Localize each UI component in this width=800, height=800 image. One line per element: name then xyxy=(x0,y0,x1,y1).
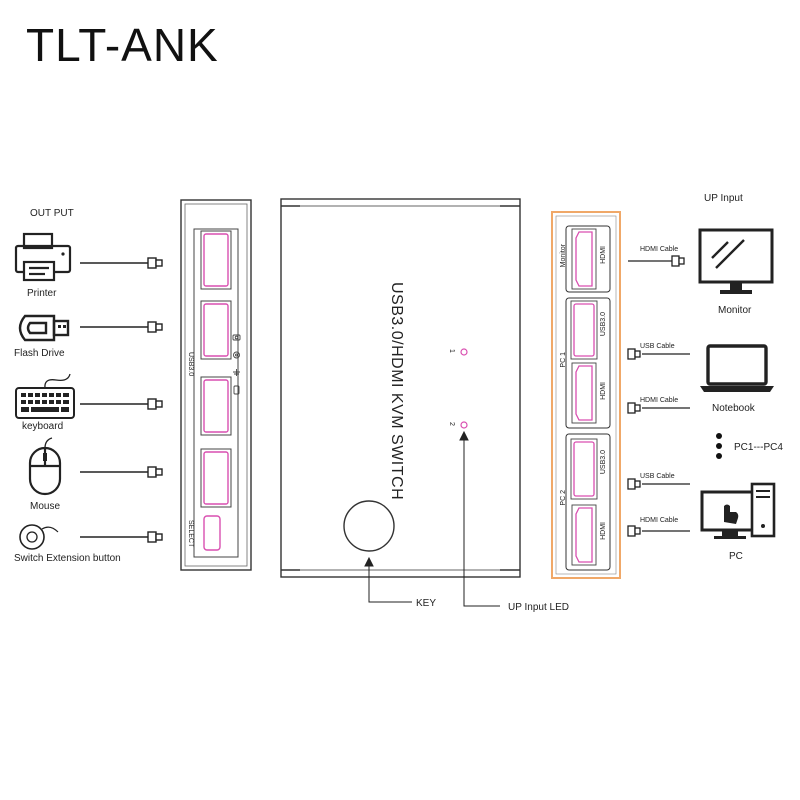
usb-icon xyxy=(233,369,240,376)
monitor-port-group xyxy=(565,225,611,293)
monitor-icon xyxy=(698,228,774,294)
output-heading: OUT PUT xyxy=(30,208,74,219)
phone-icon xyxy=(233,385,240,395)
back-pc1-usb-label: USB3.0 xyxy=(600,312,607,336)
kvm-switch-body xyxy=(280,198,521,578)
cable-label-pc1-hdmi: HDMI Cable xyxy=(640,397,678,404)
pc2-usb-port xyxy=(573,441,595,497)
back-monitor-hdmi-label: HDMI xyxy=(600,246,607,264)
back-monitor-label: Monitor xyxy=(560,243,567,267)
pc-range-label: PC1---PC4 xyxy=(734,442,783,453)
speaker-icon xyxy=(233,351,240,359)
key-button[interactable] xyxy=(343,500,395,552)
cable-label-pc1-usb: USB Cable xyxy=(640,343,675,350)
extension-button-label: Switch Extension button xyxy=(14,553,121,564)
pc2-hdmi-port xyxy=(575,507,593,563)
back-pc2-label: PC 2 xyxy=(560,490,567,506)
select-button[interactable] xyxy=(203,515,221,551)
led-1 xyxy=(460,348,468,356)
cable-label-pc2-hdmi: HDMI Cable xyxy=(640,517,678,524)
extension-button-icon xyxy=(19,524,59,550)
cable-label-pc2-usb: USB Cable xyxy=(640,473,675,480)
printer-icon xyxy=(14,232,72,282)
led-2-number: 2 xyxy=(448,422,455,426)
monitor-label: Monitor xyxy=(718,305,752,316)
pc1-port-group xyxy=(565,297,611,429)
led-callout-label: UP Input LED xyxy=(508,602,569,613)
notebook-label: Notebook xyxy=(712,403,756,414)
front-usb-ports xyxy=(203,233,229,505)
back-pc2-hdmi-label: HDMI xyxy=(600,522,607,540)
mouse-label: Mouse xyxy=(30,501,60,512)
input-heading: UP Input xyxy=(704,193,743,204)
front-panel xyxy=(180,199,252,571)
back-pc2-usb-label: USB3.0 xyxy=(600,450,607,474)
camera-icon xyxy=(232,334,241,341)
flash-drive-label: Flash Drive xyxy=(14,348,65,359)
keyboard-label: keyboard xyxy=(22,421,63,432)
monitor-hdmi-port xyxy=(575,231,593,287)
printer-label: Printer xyxy=(27,288,57,299)
led-2 xyxy=(460,421,468,429)
pc1-usb-port xyxy=(573,303,595,357)
mouse-icon xyxy=(28,437,62,496)
callout-lines xyxy=(364,430,500,607)
select-label: SELECT xyxy=(187,520,194,548)
ellipsis-dots-icon xyxy=(716,433,722,459)
key-label: KEY xyxy=(416,598,436,609)
input-cables xyxy=(627,255,690,537)
back-pc1-hdmi-label: HDMI xyxy=(600,382,607,400)
output-cables xyxy=(80,257,163,543)
pc-label: PC xyxy=(729,551,743,562)
led-1-number: 1 xyxy=(448,349,455,353)
desktop-pc-icon xyxy=(700,482,776,539)
front-usb-label: USB3.0 xyxy=(187,352,194,376)
back-pc1-label: PC 1 xyxy=(560,352,567,368)
back-panel xyxy=(551,211,621,579)
notebook-icon xyxy=(700,344,774,392)
pc2-port-group xyxy=(565,433,611,571)
flash-drive-icon xyxy=(18,314,70,342)
keyboard-icon xyxy=(15,373,75,419)
device-title: USB3.0/HDMI KVM SWITCH xyxy=(388,282,405,500)
brand-title: TLT-ANK xyxy=(26,19,219,71)
pc1-hdmi-port xyxy=(575,365,593,421)
cable-label-monitor: HDMI Cable xyxy=(640,246,678,253)
